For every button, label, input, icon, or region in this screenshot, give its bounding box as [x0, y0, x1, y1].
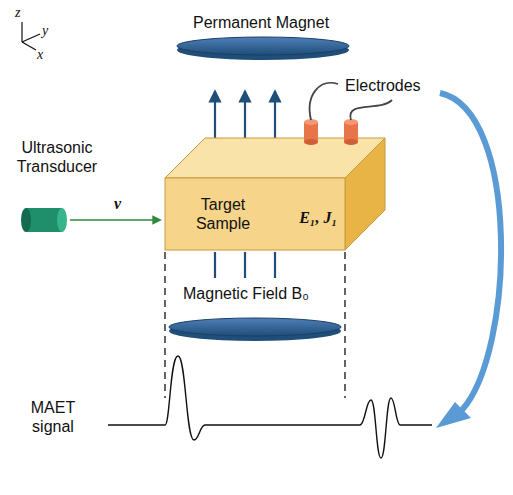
maet-waveform [108, 356, 432, 458]
top-magnet [177, 37, 349, 60]
velocity-arrow [70, 219, 160, 221]
electrodes [304, 119, 358, 145]
axis-label: y [42, 21, 48, 40]
bottom-magnet [169, 318, 341, 341]
sample-name: Target Sample [183, 195, 263, 233]
sample-node: Target Sample E₁, J₁ [165, 178, 345, 250]
axes [22, 22, 40, 50]
signal-name: MAET signal [18, 398, 88, 436]
velocity-symbol: v [114, 194, 121, 213]
axis-label: z [15, 3, 20, 22]
part-name: Ultrasonic Transducer [2, 138, 112, 176]
field-symbols: E₁, J₁ [299, 209, 337, 227]
ultrasonic-transducer [21, 208, 67, 232]
projection-lines [165, 252, 345, 398]
sample-box [165, 138, 385, 250]
field-label: Magnetic Field B₀ [183, 284, 309, 303]
part-name: Electrodes [345, 76, 421, 95]
axis-label: x [37, 45, 43, 64]
signal-arrow [436, 93, 501, 428]
part-name: Permanent Magnet [193, 13, 329, 32]
